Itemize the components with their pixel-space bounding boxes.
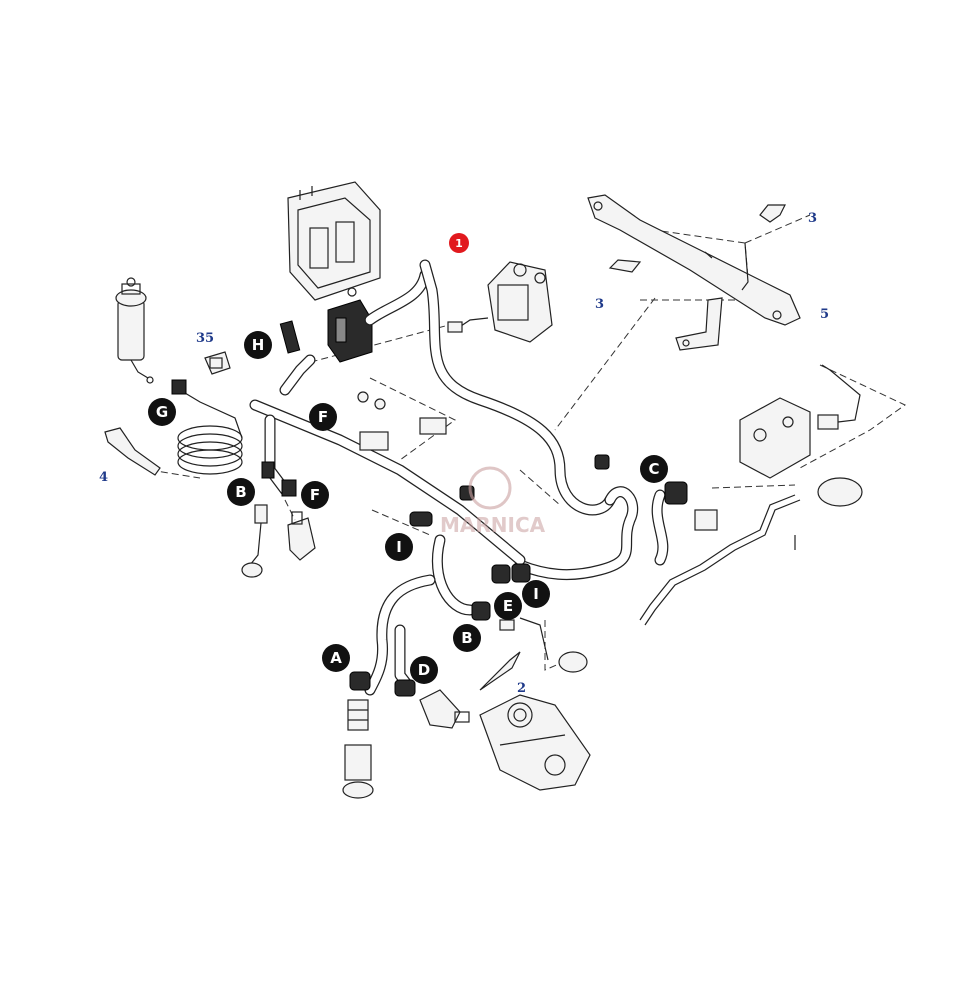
watermark-logo: MARNICA: [440, 466, 546, 537]
svg-text:D: D: [418, 661, 430, 679]
callout-I-right[interactable]: I: [522, 580, 550, 608]
connector-35-icon: [204, 351, 231, 375]
hydraulic-block-icon: [739, 364, 861, 479]
sensor-d-icon: [419, 689, 470, 729]
callout-A[interactable]: A: [322, 644, 350, 672]
temperature-sensor-icon: [241, 504, 268, 578]
speed-sensor-icon: [479, 617, 588, 691]
callout-E[interactable]: E: [494, 592, 522, 620]
sensor-unit-icon: [447, 261, 553, 343]
callout-1-label: 1: [455, 237, 463, 250]
callout-1-highlight[interactable]: 1: [449, 233, 469, 253]
svg-text:F: F: [310, 486, 320, 504]
coiled-cable-icon: [171, 379, 243, 475]
svg-text:F: F: [318, 408, 328, 426]
right-sensor-cable-icon: [639, 477, 863, 626]
callout-1-badge: [449, 233, 469, 253]
svg-text:C: C: [648, 460, 659, 478]
svg-text:A: A: [330, 649, 342, 667]
fuel-filter-icon: [115, 277, 154, 384]
svg-text:MARNICA: MARNICA: [440, 513, 546, 537]
letter-callouts: A B B C D E F F: [148, 331, 668, 684]
part-number-2: 2: [517, 681, 526, 696]
callout-C[interactable]: C: [640, 455, 668, 483]
svg-text:I: I: [533, 585, 539, 603]
part-number-35: 35: [196, 331, 214, 346]
svg-text:G: G: [156, 403, 168, 421]
svg-text:B: B: [235, 483, 246, 501]
svg-text:I: I: [396, 538, 402, 556]
part-number-4: 4: [99, 470, 108, 485]
callout-F-upper[interactable]: F: [309, 403, 337, 431]
part-number-3-mid: 3: [595, 297, 604, 312]
cable-tie-icon: [104, 427, 161, 476]
callout-B-lower[interactable]: B: [453, 624, 481, 652]
callout-F-lower[interactable]: F: [301, 481, 329, 509]
callout-G[interactable]: G: [148, 398, 176, 426]
mounting-bracket-icon: [587, 194, 801, 351]
injection-pump-icon: [479, 694, 591, 791]
part-number-3-top: 3: [808, 211, 817, 226]
callout-H[interactable]: H: [244, 331, 272, 359]
callout-D[interactable]: D: [410, 656, 438, 684]
svg-text:H: H: [252, 336, 265, 354]
part-number-labels: 3 3 5 35 4 2: [99, 211, 829, 696]
pressure-sensor-icon: [342, 699, 374, 799]
part-number-5: 5: [820, 307, 829, 322]
svg-text:B: B: [461, 629, 472, 647]
ecu-module-icon: [287, 181, 381, 301]
callout-B-left[interactable]: B: [227, 478, 255, 506]
callout-I-left[interactable]: I: [385, 533, 413, 561]
ecu-connector-block-icon: [327, 299, 373, 363]
svg-text:E: E: [503, 597, 513, 615]
valve-sensor-icon: [287, 511, 316, 561]
